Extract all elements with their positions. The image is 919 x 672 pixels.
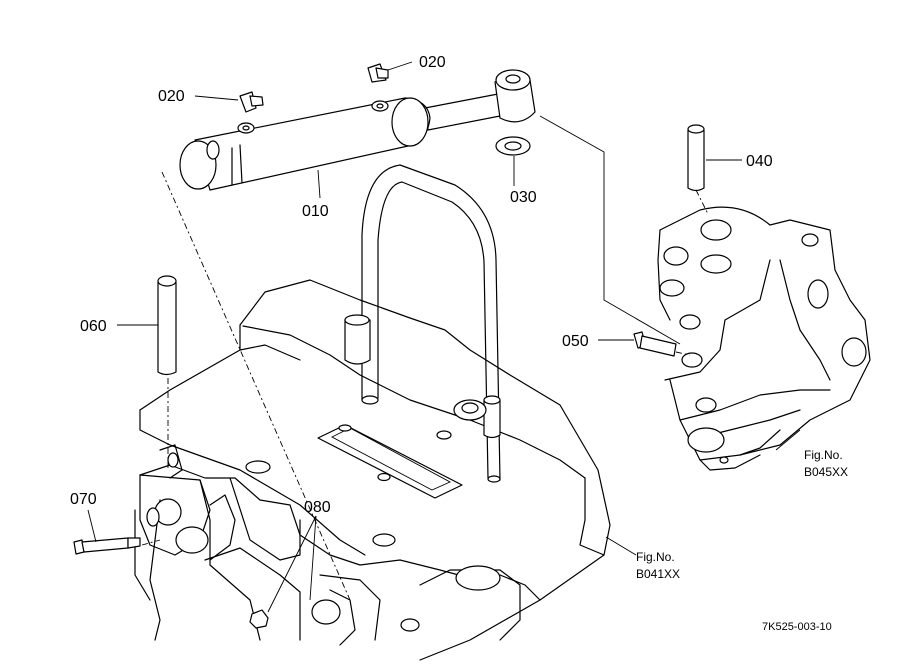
drawing-code: 7K525-003-10: [762, 621, 832, 633]
washer: [495, 136, 531, 156]
leader-lines: [87, 61, 801, 613]
label-060: 060: [80, 318, 107, 335]
bolt-050: [633, 331, 677, 357]
elbow-fitting-left: [237, 91, 264, 134]
label-030: 030: [510, 189, 537, 206]
nut-080: [249, 609, 269, 629]
label-050: 050: [562, 333, 589, 350]
fig-ref-b045-line1: Fig.No.: [804, 448, 843, 462]
pin-060: [157, 275, 177, 376]
hydraulic-cylinder: [179, 69, 536, 191]
label-080: 080: [304, 499, 331, 516]
fig-ref-b041-line1: Fig.No.: [636, 550, 675, 564]
label-020-right: 020: [419, 54, 446, 71]
fig-ref-b045-line2: B045XX: [804, 465, 848, 479]
part-labels: 020 020 010 030 040 050 060 070 080: [70, 54, 773, 516]
figure-references: Fig.No. B045XX Fig.No. B041XX: [636, 448, 848, 581]
lift-bracket: [657, 206, 871, 471]
elbow-fitting-right: [367, 63, 389, 112]
bolt-070: [73, 537, 141, 555]
main-frame: [134, 279, 611, 661]
pin-040: [687, 124, 705, 192]
label-010: 010: [302, 203, 329, 220]
fig-ref-b041-line2: B041XX: [636, 567, 680, 581]
label-020-left: 020: [158, 88, 185, 105]
hand-rail: [344, 164, 501, 483]
label-040: 040: [746, 153, 773, 170]
label-070: 070: [70, 491, 97, 508]
